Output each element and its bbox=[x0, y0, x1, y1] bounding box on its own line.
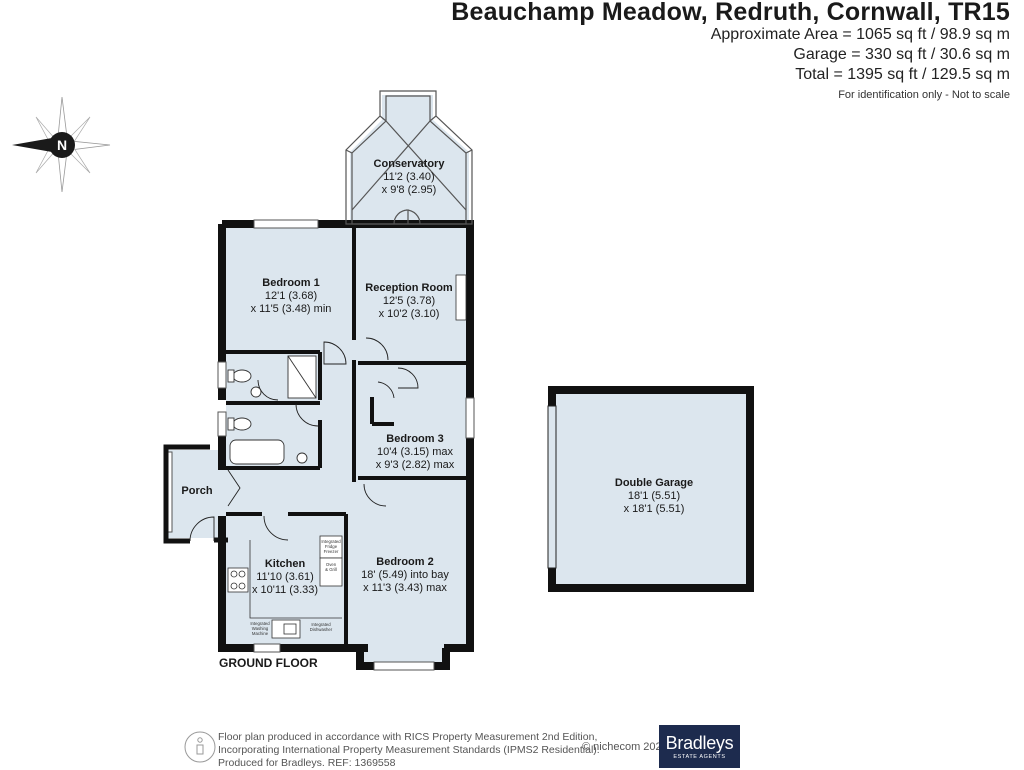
appliance-labels: Integrated Fridge Freezer Oven & Grill I… bbox=[250, 539, 341, 636]
logo-name: Bradleys bbox=[665, 733, 734, 753]
svg-text:x 10'11 (3.33): x 10'11 (3.33) bbox=[252, 584, 318, 596]
room-label-double-garage: Double Garage 18'1 (5.51) x 18'1 (5.51) bbox=[615, 477, 693, 515]
room-label-conservatory: Conservatory 11'2 (3.40) x 9'8 (2.95) bbox=[374, 158, 446, 196]
svg-text:Dishwasher: Dishwasher bbox=[310, 627, 333, 632]
svg-text:x 11'5 (3.48) min: x 11'5 (3.48) min bbox=[251, 303, 332, 315]
svg-text:Washing: Washing bbox=[252, 626, 269, 631]
svg-text:x 10'2 (3.10): x 10'2 (3.10) bbox=[379, 308, 440, 320]
total-area: Total = 1395 sq ft / 129.5 sq m bbox=[795, 66, 1010, 83]
header: Beauchamp Meadow, Redruth, Cornwall, TR1… bbox=[451, 0, 1010, 105]
bradleys-logo: Bradleys ESTATE AGENTS bbox=[659, 725, 740, 768]
door-swings bbox=[189, 337, 419, 542]
svg-text:x 18'1 (5.51): x 18'1 (5.51) bbox=[624, 503, 685, 515]
svg-text:12'5 (3.78): 12'5 (3.78) bbox=[383, 295, 435, 307]
fireplace bbox=[455, 274, 467, 321]
footer-line-1: Floor plan produced in accordance with R… bbox=[218, 731, 598, 743]
svg-text:Porch: Porch bbox=[181, 485, 212, 497]
compass-north-label: N bbox=[57, 137, 67, 153]
room-label-bedroom-2: Bedroom 2 18' (5.49) into bay x 11'3 (3.… bbox=[361, 556, 449, 594]
svg-text:10'4 (3.15) max: 10'4 (3.15) max bbox=[377, 446, 454, 458]
approximate-area: Approximate Area = 1065 sq ft / 98.9 sq … bbox=[710, 26, 1010, 43]
svg-text:Conservatory: Conservatory bbox=[374, 158, 446, 170]
svg-text:18'1 (5.51): 18'1 (5.51) bbox=[628, 490, 680, 502]
footer-line-3: Produced for Bradleys. REF: 1369558 bbox=[218, 757, 396, 769]
svg-text:Integrated: Integrated bbox=[311, 622, 331, 627]
garage-area: Garage = 330 sq ft / 30.6 sq m bbox=[793, 46, 1010, 63]
svg-text:Kitchen: Kitchen bbox=[265, 558, 306, 570]
nichecom-credit: © nichecom 2025. bbox=[582, 741, 671, 753]
svg-text:Fridge: Fridge bbox=[325, 544, 338, 549]
footer-line-2: Incorporating International Property Mea… bbox=[218, 744, 600, 756]
svg-text:Reception Room: Reception Room bbox=[365, 282, 453, 294]
footer-disclaimer: Floor plan produced in accordance with R… bbox=[218, 731, 600, 770]
internal-walls bbox=[226, 226, 468, 646]
compass-rose-icon: N bbox=[12, 96, 111, 193]
property-title: Beauchamp Meadow, Redruth, Cornwall, TR1… bbox=[451, 0, 1010, 26]
logo-subtitle: ESTATE AGENTS bbox=[673, 754, 726, 760]
room-label-reception-room: Reception Room 12'5 (3.78) x 10'2 (3.10) bbox=[365, 282, 453, 320]
bathroom-fixtures bbox=[227, 355, 317, 465]
svg-text:Double Garage: Double Garage bbox=[615, 477, 693, 489]
svg-text:11'10 (3.61): 11'10 (3.61) bbox=[256, 571, 314, 583]
conservatory-glazing bbox=[345, 90, 473, 225]
svg-text:12'1 (3.68): 12'1 (3.68) bbox=[265, 290, 317, 302]
svg-text:Integrated: Integrated bbox=[250, 621, 270, 626]
svg-text:x 9'8 (2.95): x 9'8 (2.95) bbox=[382, 184, 437, 196]
svg-text:Machine: Machine bbox=[252, 631, 269, 636]
kitchen-fixtures bbox=[227, 535, 343, 639]
person-icon bbox=[184, 731, 216, 763]
room-label-bedroom-1: Bedroom 1 12'1 (3.68) x 11'5 (3.48) min bbox=[251, 277, 332, 315]
svg-text:& Grill: & Grill bbox=[325, 567, 337, 572]
svg-text:Freezer: Freezer bbox=[324, 549, 339, 554]
svg-text:Bedroom 2: Bedroom 2 bbox=[376, 556, 433, 568]
svg-text:Integrated: Integrated bbox=[321, 539, 341, 544]
room-label-bedroom-3: Bedroom 3 10'4 (3.15) max x 9'3 (2.82) m… bbox=[376, 433, 455, 471]
room-label-porch: Porch bbox=[181, 485, 212, 497]
svg-text:x 9'3 (2.82) max: x 9'3 (2.82) max bbox=[376, 459, 455, 471]
svg-text:11'2 (3.40): 11'2 (3.40) bbox=[383, 171, 434, 183]
svg-text:Bedroom 1: Bedroom 1 bbox=[262, 277, 319, 289]
room-label-kitchen: Kitchen 11'10 (3.61) x 10'11 (3.33) bbox=[252, 558, 318, 596]
porch-walls bbox=[163, 444, 228, 544]
svg-text:x 11'3 (3.43) max: x 11'3 (3.43) max bbox=[363, 582, 447, 594]
svg-text:Oven: Oven bbox=[326, 562, 337, 567]
svg-text:18' (5.49) into bay: 18' (5.49) into bay bbox=[361, 569, 449, 581]
floor-label: GROUND FLOOR bbox=[219, 656, 318, 670]
svg-text:Bedroom 3: Bedroom 3 bbox=[386, 433, 443, 445]
scale-note: For identification only - Not to scale bbox=[838, 89, 1010, 101]
